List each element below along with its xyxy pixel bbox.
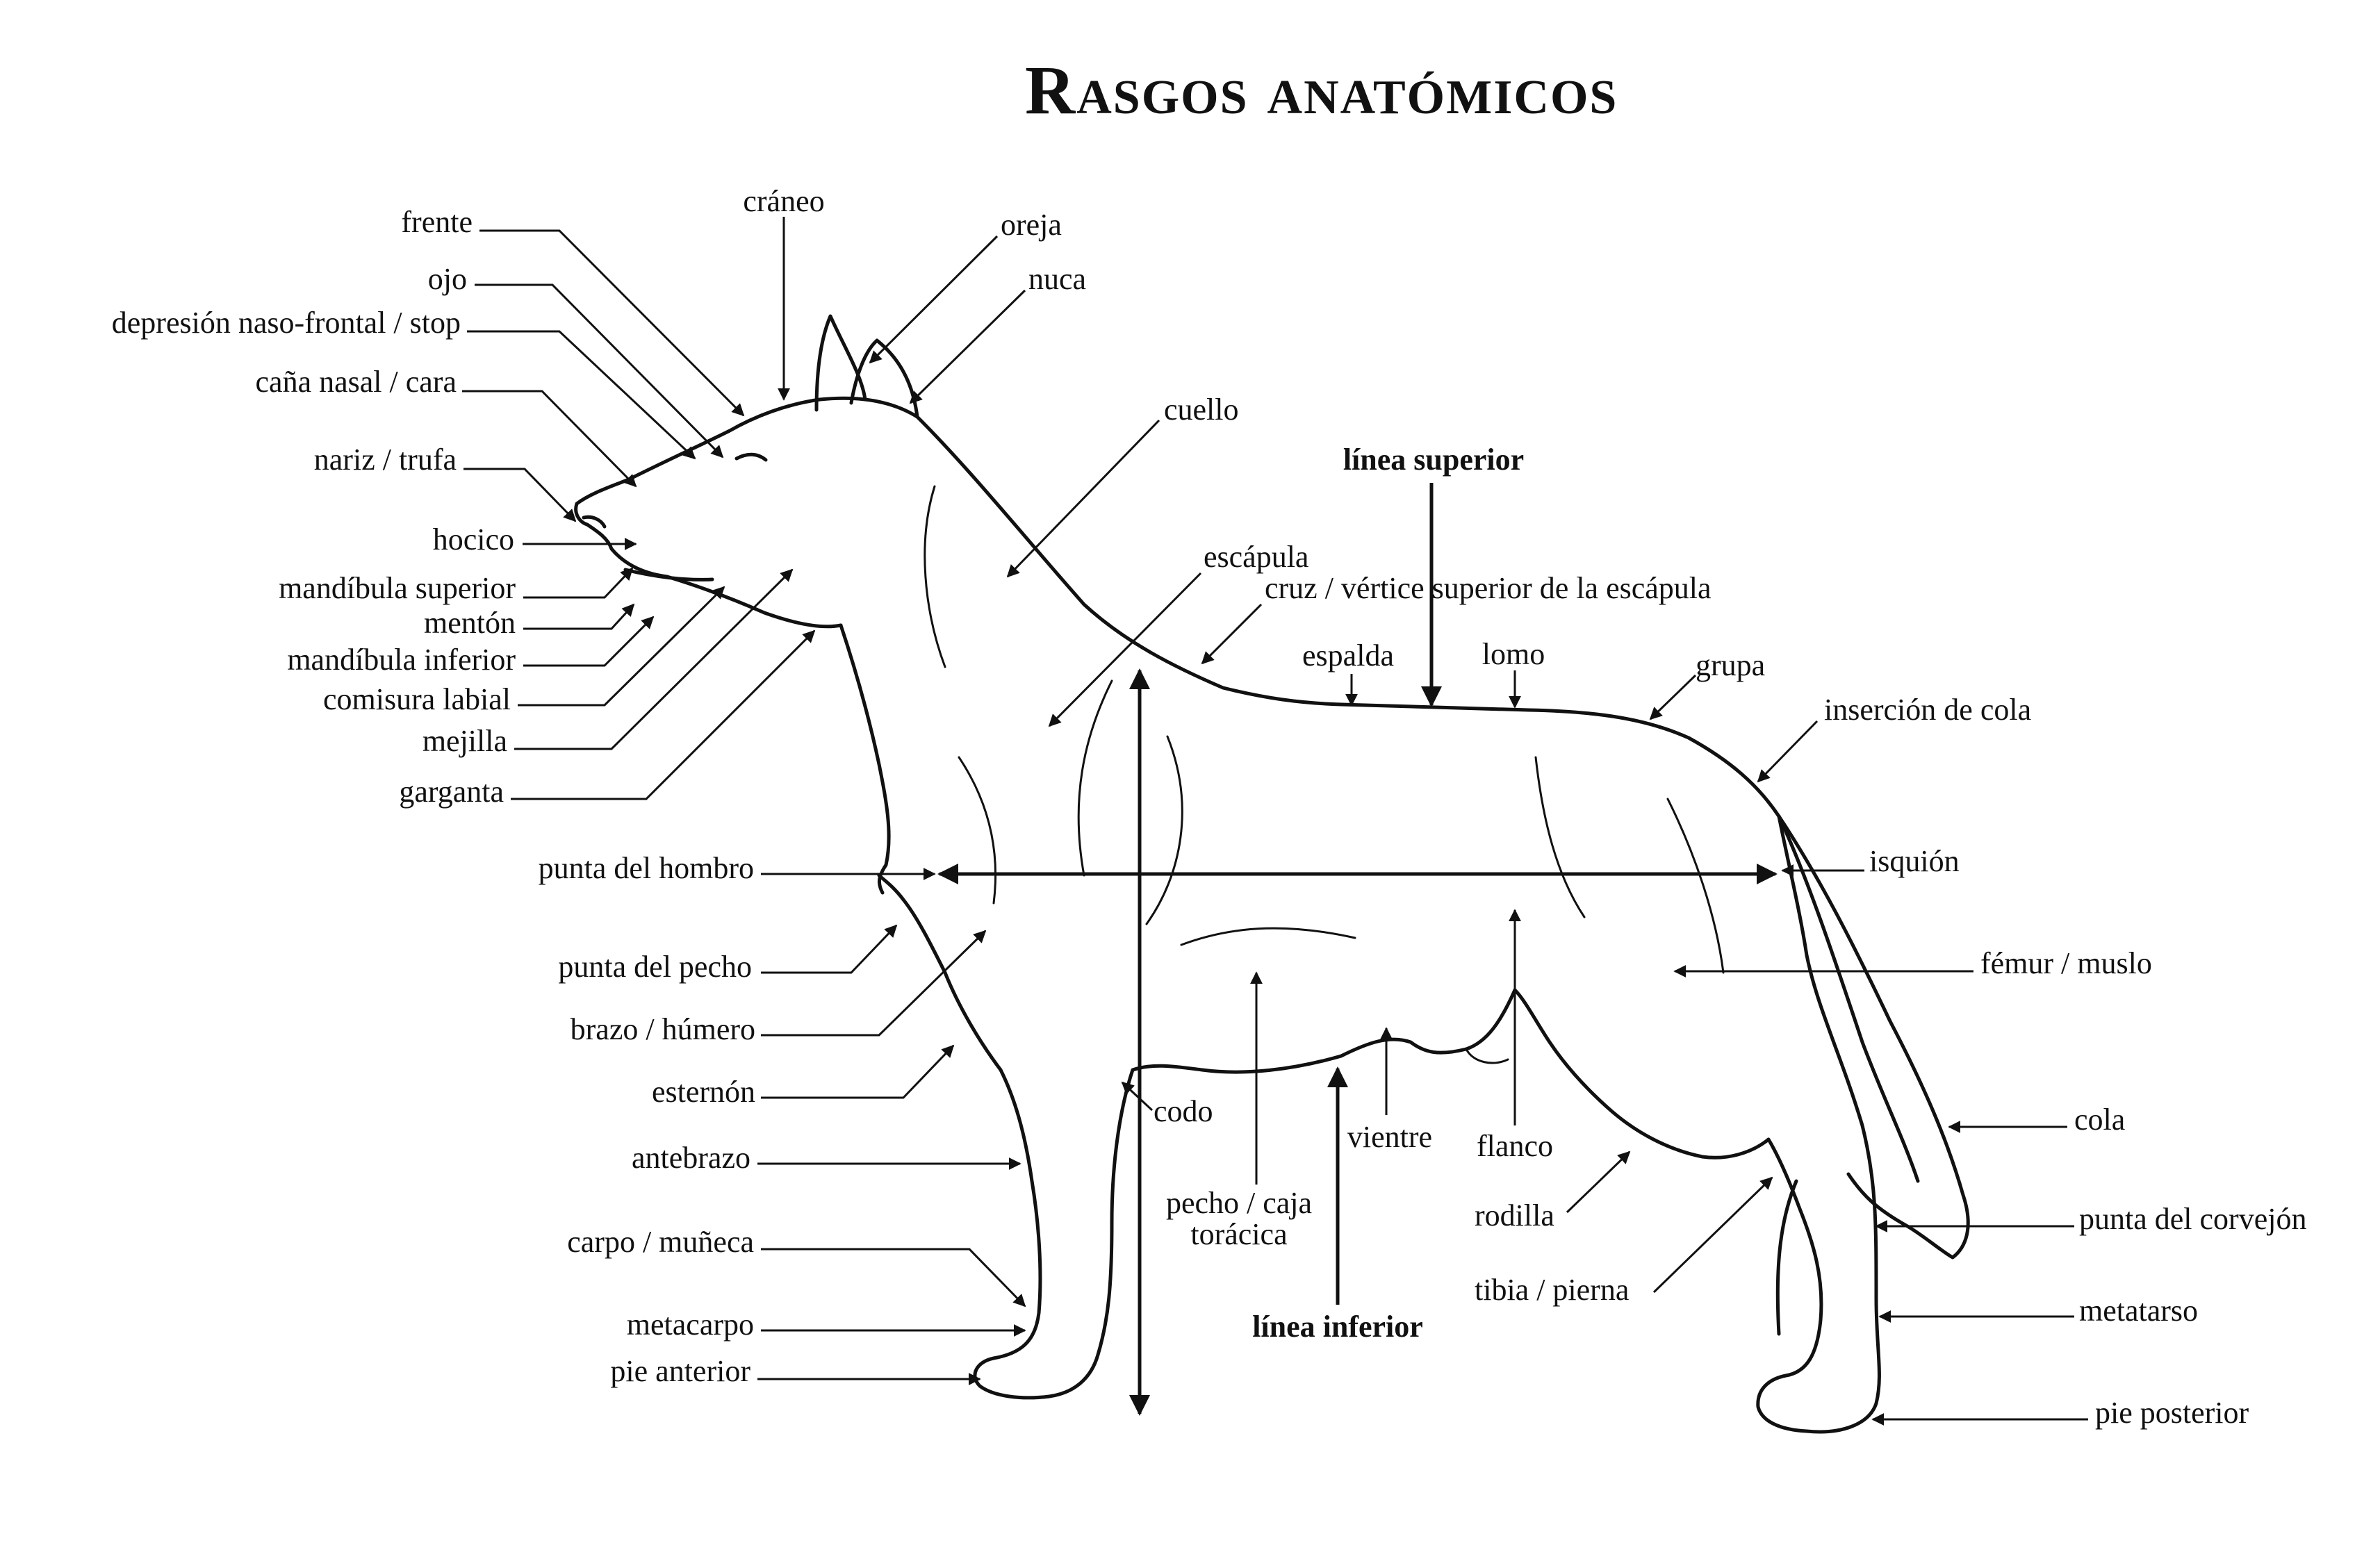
label-menton: mentón [424,606,516,640]
label-espalda: espalda [1302,638,1394,673]
label-frente: frente [401,205,473,239]
leader-nuca [909,289,1026,404]
label-insercion-cola: inserción de cola [1824,693,2032,727]
label-stop: depresión naso-frontal / stop [111,306,461,340]
leader-escapula [1048,572,1202,727]
label-metacarpo: metacarpo [626,1308,754,1342]
label-carpo: carpo / muñeca [567,1225,754,1259]
measure-arrows [937,483,1778,1416]
label-vientre: vientre [1347,1120,1433,1154]
leader-insercion-cola [1757,720,1819,783]
label-escapula: escápula [1204,540,1309,574]
leader-esternon [761,1044,955,1099]
label-cuello: cuello [1164,393,1239,427]
label-nuca: nuca [1028,262,1087,296]
leader-punta-pecho [761,924,898,974]
label-linea-superior: línea superior [1343,443,1525,477]
leader-frente [479,229,745,417]
label-lomo: lomo [1482,637,1545,671]
leader-garganta [511,629,816,800]
label-linea-inferior: línea inferior [1252,1310,1423,1344]
label-esternon: esternón [651,1075,755,1109]
label-pie-anterior: pie anterior [610,1354,750,1388]
leader-mandibula-inferior [523,616,655,667]
label-mandibula-superior: mandíbula superior [279,571,516,605]
label-metatarso: metatarso [2079,1294,2199,1328]
label-femur: fémur / muslo [1980,946,2152,980]
leader-cruz [1201,603,1263,665]
label-flanco: flanco [1477,1129,1553,1163]
leader-mandibula-superior [523,567,634,599]
label-pie-posterior: pie posterior [2095,1396,2249,1430]
label-isquion: isquión [1869,844,1960,878]
leader-stop [467,330,696,460]
label-grupa: grupa [1696,648,1766,682]
label-antebrazo: antebrazo [632,1141,750,1175]
label-codo: codo [1154,1094,1213,1128]
leader-cuello [1006,419,1160,578]
leader-rodilla [1566,1150,1631,1214]
leader-ojo [475,283,724,459]
label-punta-corvejon: punta del corvejón [2079,1202,2307,1236]
label-cana-nasal: caña nasal / cara [255,365,457,399]
label-tibia: tibia / pierna [1475,1273,1630,1307]
label-hocico: hocico [432,522,514,556]
leader-mejilla [514,568,794,750]
label-oreja: oreja [1001,208,1062,242]
label-mandibula-inferior: mandíbula inferior [287,643,516,677]
leader-comisura [518,586,725,707]
label-brazo: brazo / húmero [570,1012,755,1046]
label-pecho-1: pecho / caja [1165,1186,1313,1220]
label-pecho-2: torácica [1190,1217,1288,1251]
leader-carpo [761,1248,1026,1308]
label-nariz: nariz / trufa [313,443,457,477]
label-comisura: comisura labial [322,682,511,716]
leader-oreja [869,235,999,364]
label-mejilla: mejilla [422,724,507,758]
leader-brazo [761,930,987,1037]
label-garganta: garganta [399,775,504,809]
leader-menton [523,603,635,630]
label-punta-pecho: punta del pecho [558,950,752,984]
leader-tibia [1652,1176,1773,1294]
label-rodilla: rodilla [1475,1198,1554,1232]
leader-cana-nasal [462,390,637,488]
leader-nariz [463,468,577,522]
page-title: Rasgos anatómicos [1025,51,1618,129]
label-punta-hombro: punta del hombro [538,851,754,885]
label-craneo: cráneo [743,184,825,218]
leader-grupa [1649,674,1697,720]
label-ojo: ojo [427,262,467,296]
label-cola: cola [2074,1103,2126,1137]
label-cruz: cruz / vértice superior de la escápula [1265,571,1712,605]
